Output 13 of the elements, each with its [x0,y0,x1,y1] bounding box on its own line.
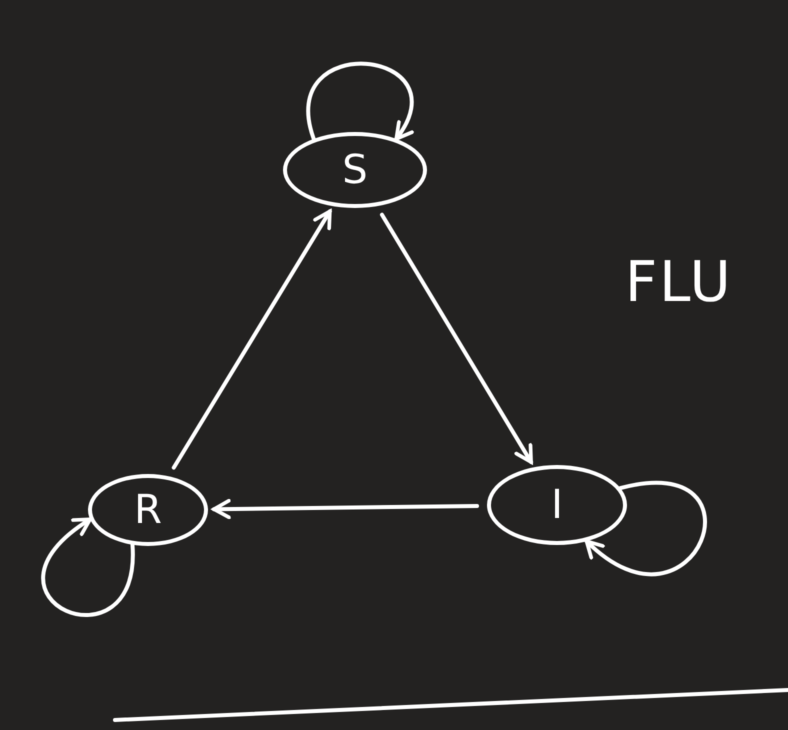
state-circle [88,474,208,546]
arrow [172,209,332,470]
self-loop-arrow [41,517,134,617]
state-label: S [342,150,368,190]
state-label: I [551,485,563,525]
state-label: R [134,490,162,530]
arrow [212,498,480,520]
title-text: FLU [625,255,733,311]
state-circle [487,465,627,545]
state-circle [283,132,427,208]
self-loop-arrow [306,62,414,141]
self-loop-arrow [584,480,707,576]
arrow [380,212,534,464]
